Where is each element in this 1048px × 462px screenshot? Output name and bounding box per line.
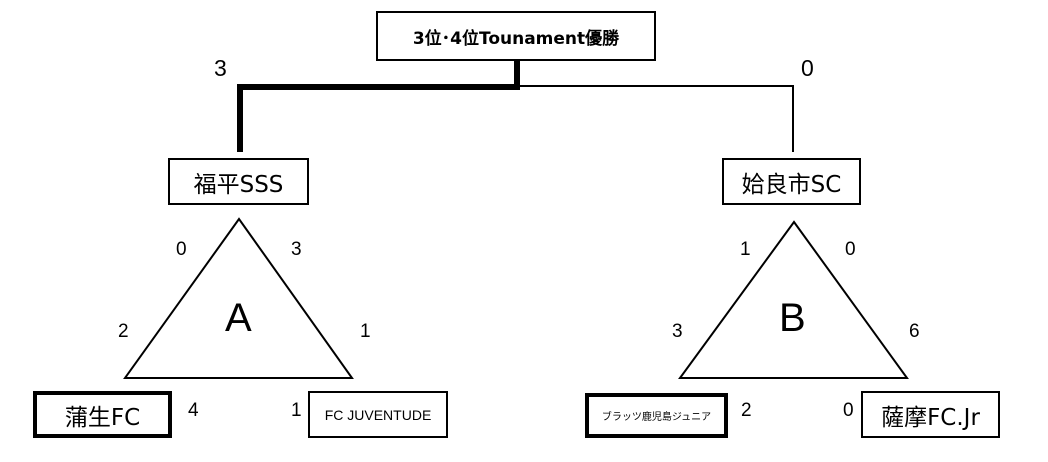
group-a-score-mid-right: 1 — [360, 321, 371, 342]
group-b-score-top-left: 1 — [740, 239, 751, 260]
group-b-winner-box: 姶良市SC — [722, 158, 861, 205]
group-b-triangle — [678, 220, 909, 379]
group-a-team-right-box: FC JUVENTUDE — [308, 391, 448, 438]
group-b-winner: 姶良市SC — [741, 171, 842, 198]
group-b-score-bottom-left: 2 — [741, 400, 752, 421]
final-score-right: 0 — [801, 55, 814, 81]
bracket-line-left-winner — [237, 60, 520, 152]
group-b-team-right-box: 薩摩FC.Jr — [861, 391, 1000, 438]
group-b-score-mid-left: 3 — [672, 321, 683, 342]
group-b-team-left: ブラッツ鹿児島ジュニア — [601, 412, 712, 423]
final-score-left: 3 — [214, 55, 227, 81]
group-a-winner: 福平SSS — [193, 171, 284, 198]
group-a-score-top-left: 0 — [176, 239, 187, 260]
bracket-line-right — [517, 85, 794, 152]
group-a-label: A — [225, 296, 252, 340]
group-a-triangle — [123, 217, 354, 379]
group-a-team-left: 蒲生FC — [64, 404, 141, 431]
group-a-score-top-right: 3 — [291, 239, 302, 260]
group-b-team-right: 薩摩FC.Jr — [881, 404, 980, 431]
group-a-team-right: FC JUVENTUDE — [324, 406, 432, 423]
group-a-score-mid-left: 2 — [118, 321, 129, 342]
group-b-score-mid-right: 6 — [909, 321, 920, 342]
group-b-score-top-right: 0 — [845, 239, 856, 260]
group-b-label: B — [779, 296, 806, 340]
group-b-score-bottom-right: 0 — [843, 400, 854, 421]
group-b-team-left-box: ブラッツ鹿児島ジュニア — [585, 393, 728, 438]
final-title: 3位･4位Tounament優勝 — [412, 28, 620, 49]
group-a-score-bottom-right: 1 — [291, 400, 302, 421]
group-a-winner-box: 福平SSS — [168, 158, 309, 205]
group-a-score-bottom-left: 4 — [188, 400, 199, 421]
final-title-box: 3位･4位Tounament優勝 — [376, 11, 656, 61]
group-a-team-left-box: 蒲生FC — [33, 391, 172, 438]
